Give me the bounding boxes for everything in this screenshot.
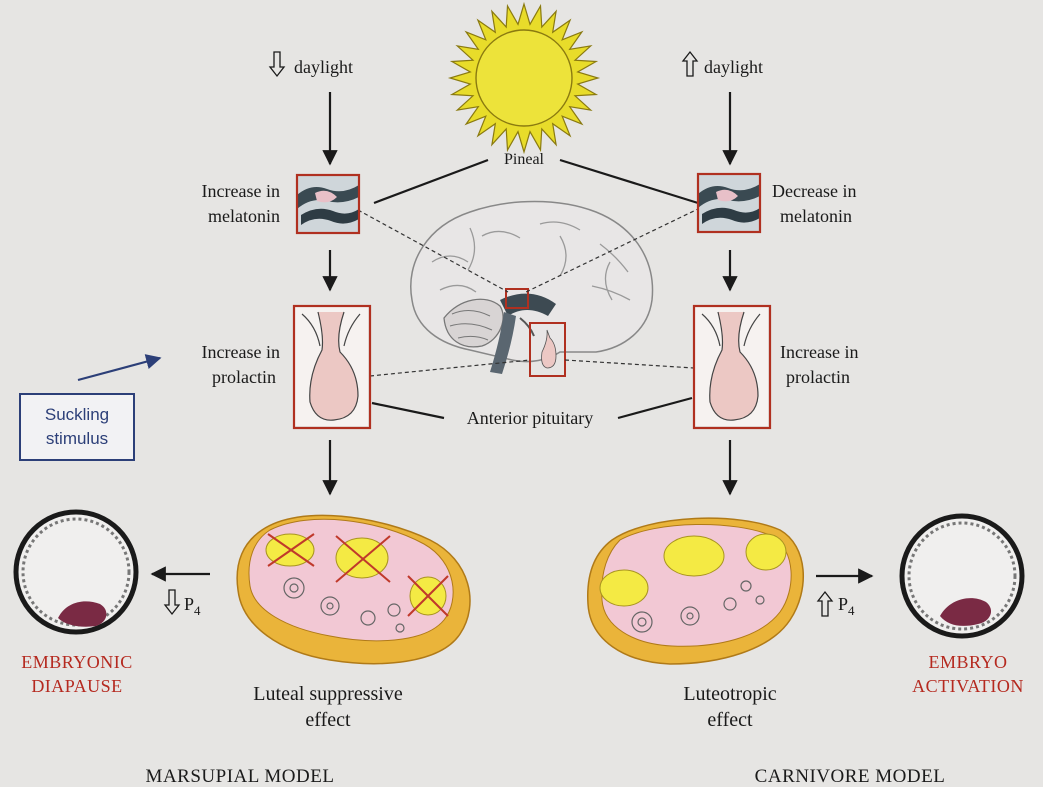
right-model-label: CARNIVORE MODEL [755, 766, 946, 787]
right-pituitary-box [694, 306, 770, 428]
left-blastocyst-icon [16, 512, 136, 632]
left-pituitary-box [294, 306, 370, 428]
left-effect-line2: effect [305, 709, 351, 731]
right-ovary-icon [588, 518, 804, 664]
right-prolactin-line1: Increase in [780, 342, 858, 362]
left-p4-label: P4 [184, 594, 201, 618]
suckling-line2: stimulus [46, 429, 108, 448]
left-outcome-line2: DIAPAUSE [31, 676, 122, 696]
right-effect-line2: effect [707, 709, 753, 731]
right-effect-line1: Luteotropic [683, 683, 776, 705]
right-blastocyst-icon [902, 516, 1022, 636]
suckling-stimulus-box: Suckling stimulus [20, 394, 134, 460]
left-prolactin-line2: prolactin [212, 367, 276, 387]
right-p4-label: P4 [838, 594, 855, 618]
left-p4-down-arrow [165, 590, 179, 614]
right-daylight-arrow [683, 52, 697, 76]
left-prolactin-line1: Increase in [202, 342, 280, 362]
left-daylight-label: daylight [294, 57, 353, 77]
right-outcome-line1: EMBRYO [928, 652, 1007, 672]
left-model-label: MARSUPIAL MODEL [146, 766, 335, 787]
anterior-pituitary-label: Anterior pituitary [467, 408, 593, 428]
left-melatonin-line2: melatonin [208, 206, 280, 226]
right-outcome-line2: ACTIVATION [912, 676, 1024, 696]
pineal-label: Pineal [504, 151, 545, 168]
left-effect-line1: Luteal suppressive [253, 683, 403, 705]
right-melatonin-line1: Decrease in [772, 181, 856, 201]
suckling-line1: Suckling [45, 405, 109, 424]
right-prolactin-line2: prolactin [786, 367, 850, 387]
left-pineal-box [297, 175, 359, 233]
left-ovary-icon [237, 515, 470, 663]
right-pineal-box [698, 174, 760, 232]
left-outcome-line1: EMBRYONIC [21, 652, 133, 672]
sun-icon [450, 4, 598, 152]
brain-icon [411, 202, 653, 377]
right-melatonin-line2: melatonin [780, 206, 852, 226]
right-daylight-label: daylight [704, 57, 763, 77]
left-melatonin-line1: Increase in [202, 181, 280, 201]
left-daylight-arrow [270, 52, 284, 76]
right-p4-up-arrow [818, 592, 832, 616]
